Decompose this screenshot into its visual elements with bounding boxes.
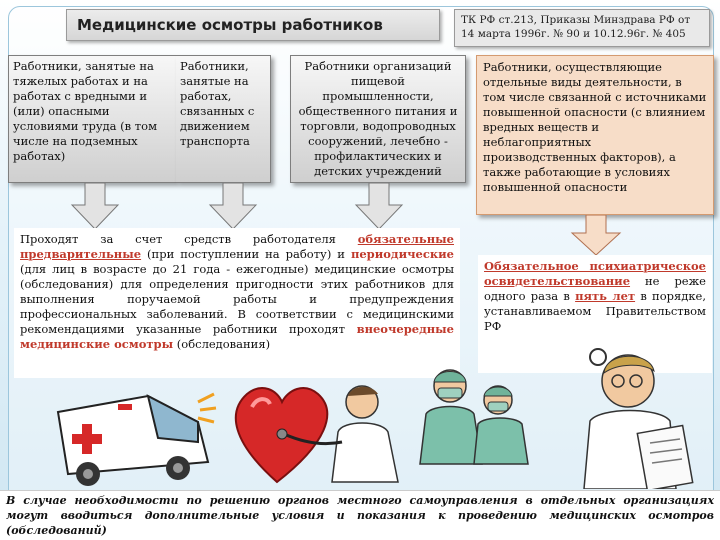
down-arrow-icon [570, 215, 622, 256]
organizations-box: Работники организаций пищевой промышленн… [290, 55, 466, 183]
down-arrow-icon [354, 183, 404, 230]
extraordinary-term: внеочередные медицинские осмотры [20, 322, 454, 351]
psychiatric-text: Обязательное психиатрическое освидетельс… [478, 255, 712, 373]
five-years-term: пять лет [575, 289, 636, 303]
down-arrow-icon [70, 183, 120, 230]
heavy-work-box: Работники, занятые на тяжелых работах и … [8, 55, 176, 183]
transport-box: Работники, занятые на работах, связанных… [176, 55, 271, 183]
law-reference: ТК РФ ст.213, Приказы Минздрава РФ от 14… [454, 9, 710, 47]
mandatory-term: обязательные предварительные [20, 232, 454, 261]
surgeons-icon [419, 369, 529, 465]
down-arrow-icon [208, 183, 258, 230]
hazard-box: Работники, осуществляющие отдельные виды… [476, 55, 714, 215]
doctor-icon [583, 348, 694, 489]
footer-note: В случае необходимости по решению органо… [0, 490, 720, 540]
slide-title: Медицинские осмотры работников [66, 9, 440, 41]
main-text: Проходят за счет средств работодателя об… [14, 228, 460, 378]
periodic-term: периодические [350, 247, 454, 261]
ambulance-icon [56, 392, 217, 486]
psychiatric-term: Обязательное психиатрическое освидетельс… [484, 259, 706, 288]
heart-doctor-icon [234, 385, 399, 484]
